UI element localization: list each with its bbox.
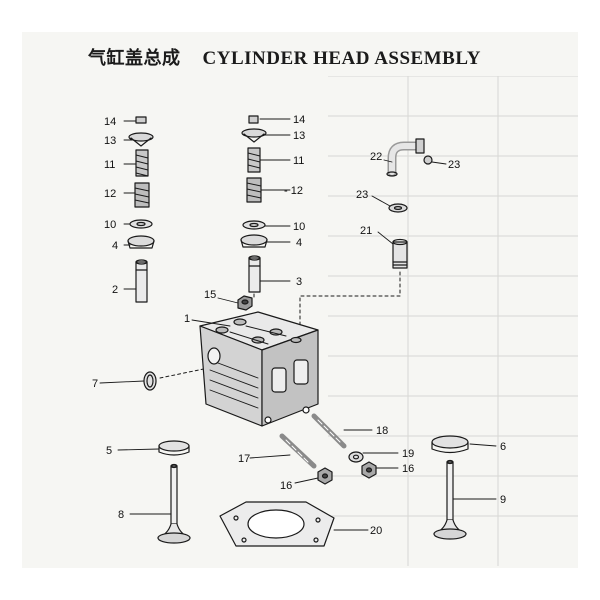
- callout-13-left: 13: [104, 135, 116, 147]
- callout-12-right: - 12: [284, 185, 303, 197]
- callout-9: 9: [500, 494, 506, 506]
- title-english: CYLINDER HEAD ASSEMBLY: [202, 48, 481, 69]
- callout-14-left: 14: [104, 116, 116, 128]
- spring-washer-left: [129, 219, 153, 229]
- valve-cotter-right: [248, 115, 259, 124]
- callout-23-mid: 23: [356, 189, 368, 201]
- assembly-path-elbow: [299, 271, 401, 341]
- callout-3: 3: [296, 276, 302, 288]
- valve-seat-6: [431, 435, 469, 454]
- nut-16-left: [317, 467, 333, 485]
- washer-19: [348, 451, 364, 463]
- callout-8: 8: [118, 509, 124, 521]
- outer-spring-left: [135, 149, 149, 177]
- callout-7: 7: [92, 378, 98, 390]
- callout-labels: 14 13 11 12 10 4 2 14 13 11 - 12 10 4 3 …: [92, 114, 506, 537]
- exhaust-valve-9: [433, 459, 467, 540]
- stud-17: [279, 433, 317, 469]
- valve-cotter-left: [135, 116, 147, 124]
- right-valve-stack: [240, 115, 268, 293]
- cylinder-head-body: [199, 311, 319, 427]
- title-chinese: 气缸盖总成: [88, 48, 181, 69]
- nut-15: [237, 295, 253, 311]
- callout-23-top: 23: [448, 159, 460, 171]
- inner-spring-left: [134, 182, 150, 208]
- head-gasket-20: [219, 501, 335, 547]
- callout-5: 5: [106, 445, 112, 457]
- callout-22: 22: [370, 151, 382, 163]
- outer-spring-right: [247, 147, 261, 173]
- seal-ring-7: [143, 371, 157, 391]
- callout-15: 15: [204, 289, 216, 301]
- callout-18: 18: [376, 425, 388, 437]
- callout-1: 1: [184, 313, 190, 325]
- left-valve-stack: [127, 116, 155, 303]
- callout-12-left: 12: [104, 188, 116, 200]
- callout-19: 19: [402, 448, 414, 460]
- callout-16-left: 16: [280, 480, 292, 492]
- callout-4-right: 4: [296, 237, 302, 249]
- inner-spring-right: [246, 177, 262, 203]
- callout-10-right: 10: [293, 221, 305, 233]
- valve-stem-seal-left: [127, 235, 155, 249]
- callout-20: 20: [370, 525, 382, 537]
- spring-retainer-right: [241, 128, 267, 143]
- callout-10-left: 10: [104, 219, 116, 231]
- valve-stem-seal-right: [240, 234, 268, 248]
- callout-11-left: 11: [104, 159, 115, 171]
- intake-elbow: [386, 138, 425, 177]
- callout-21: 21: [360, 225, 372, 237]
- intake-valve-8: [157, 463, 191, 544]
- leader-lines: [99, 118, 497, 531]
- gasket-23-large: [388, 203, 408, 213]
- callout-2: 2: [112, 284, 118, 296]
- spring-washer-right: [242, 220, 266, 230]
- callout-17: 17: [238, 453, 250, 465]
- callout-4-left: 4: [112, 240, 118, 252]
- gasket-23-small: [423, 155, 433, 165]
- valve-guide-right: [248, 255, 261, 293]
- page-title: 气缸盖总成 CYLINDER HEAD ASSEMBLY: [88, 44, 481, 70]
- callout-13-right: 13: [293, 130, 305, 142]
- stud-18: [311, 413, 347, 449]
- callout-6: 6: [500, 441, 506, 453]
- nut-16-right: [361, 461, 377, 479]
- valve-seat-5: [158, 440, 190, 456]
- valve-guide-left: [135, 259, 148, 303]
- callout-14-right: 14: [293, 114, 305, 126]
- callout-16-right: 16: [402, 463, 414, 475]
- callout-11-right: 11: [293, 155, 304, 167]
- spring-retainer-left: [128, 132, 154, 147]
- bushing-21: [392, 238, 408, 269]
